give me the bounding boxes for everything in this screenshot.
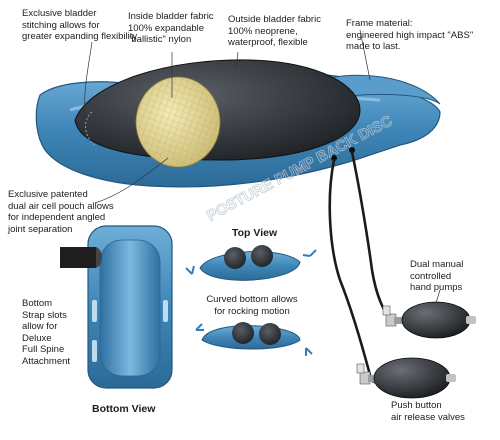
label-hand-pumps: Dual manual controlled hand pumps — [410, 259, 464, 293]
label-top-view: Top View — [232, 227, 278, 239]
side-view-lower — [195, 322, 313, 356]
label-inside-fabric: Inside bladder fabric 100% expandable "b… — [128, 11, 214, 45]
label-outside-fabric: Outside bladder fabric 100% neoprene, wa… — [228, 14, 321, 48]
hand-pump-upper — [385, 301, 476, 339]
bottom-view-device — [60, 225, 173, 389]
side-view-upper — [185, 245, 317, 281]
hand-pump-lower — [359, 357, 456, 399]
label-bottom-view: Bottom View — [92, 403, 156, 415]
release-valve-upper — [382, 305, 391, 316]
label-release-valves: Push button air release valves — [391, 400, 465, 423]
label-frame-material: Frame material: engineered high impact "… — [346, 18, 474, 52]
air-tubes — [328, 150, 394, 377]
release-valve-lower — [356, 363, 365, 374]
leader-lines — [84, 29, 441, 396]
port-left — [331, 155, 337, 161]
label-curved-bottom: Curved bottom allows for rocking motion — [206, 294, 298, 317]
main-device: POSTURE PUMP BACK DISC — [35, 59, 441, 225]
label-air-cell: Exclusive patented dual air cell pouch a… — [8, 189, 114, 235]
label-stitching: Exclusive bladder stitching allows for g… — [22, 8, 138, 42]
port-right — [349, 147, 355, 153]
label-strap-slots: Bottom Strap slots allow for Deluxe Full… — [22, 298, 71, 367]
bottom-strap — [60, 247, 96, 268]
frame-wing — [328, 74, 441, 105]
